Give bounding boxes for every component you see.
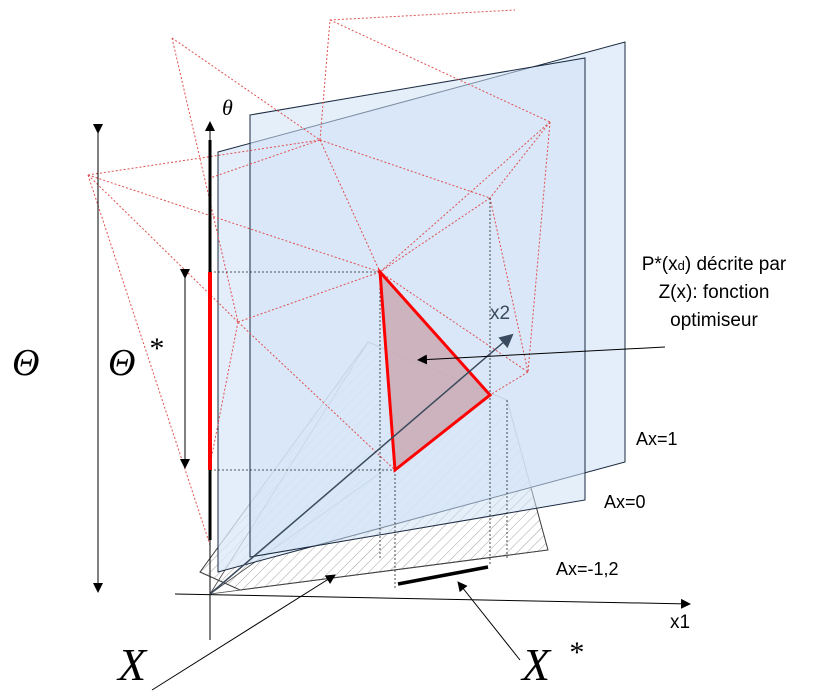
plane-ax0-label: Ax=0 [604, 492, 646, 512]
x2-axis [209, 333, 514, 595]
annotation-line-1: P*(xd) décrite par [642, 254, 787, 275]
x-star-segment [397, 565, 489, 586]
big-theta-label: Θ [12, 342, 39, 384]
x1-axis-label: x1 [670, 612, 690, 633]
polyhedron-edges [87, 9, 551, 546]
plane-ax1-label: Ax=1 [636, 429, 678, 449]
optimizer-triangle [378, 267, 493, 473]
annotation-arrow-triangle [417, 346, 666, 365]
plane-axm12-label: Ax=-1,2 [556, 559, 619, 579]
annotation-line-2: Z(x): fonction [659, 282, 770, 303]
annotation-arrow-x [151, 574, 336, 691]
theta-star-asterisk: * [148, 332, 163, 365]
annotation-arrow-xstar [457, 581, 521, 661]
x-star-label: X [520, 639, 552, 690]
projection-lines [210, 198, 508, 590]
x2-axis-label: x2 [490, 303, 510, 324]
cone-line [209, 549, 549, 595]
big-x-label: X [116, 639, 148, 690]
plane-ax0 [249, 57, 586, 558]
annotation-line-3: optimiseur [670, 310, 758, 331]
theta-star-label: Θ [108, 342, 135, 384]
x1-axis [174, 593, 691, 609]
x-star-asterisk: * [568, 636, 583, 669]
theta-axis-label: θ [222, 95, 233, 120]
